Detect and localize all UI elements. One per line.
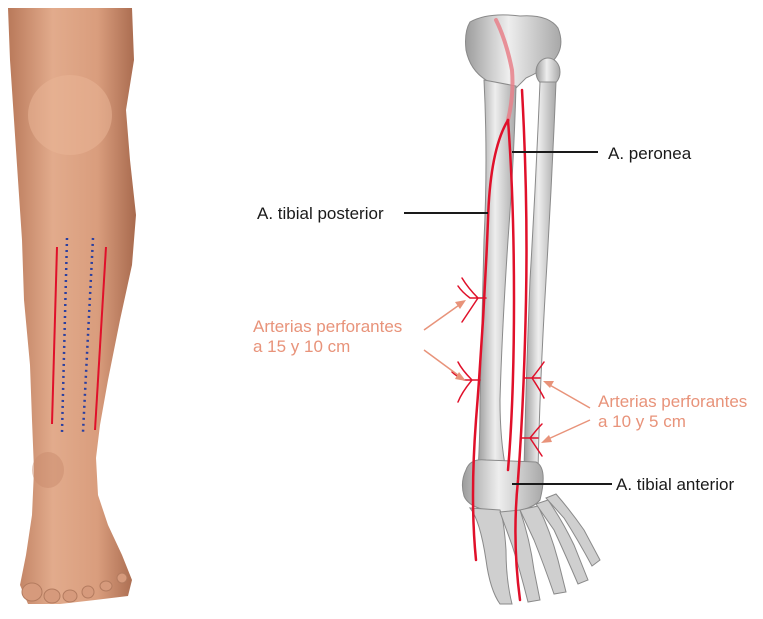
arrow-lower-2 [546, 420, 590, 440]
label-perforantes-15-10-line1: Arterias perforantes [253, 317, 402, 337]
arrow-lower-1 [548, 384, 590, 408]
leg-illustration [8, 8, 136, 604]
label-a-tibial-posterior: A. tibial posterior [257, 204, 384, 224]
arrow-upper-1 [424, 303, 462, 330]
bone-illustration [452, 15, 600, 604]
foot-bones [470, 494, 600, 604]
knee-shading [28, 75, 112, 155]
arrowhead-lower-2 [541, 435, 552, 443]
label-perforantes-15-10: Arterias perforantes a 15 y 10 cm [253, 317, 402, 357]
label-perforantes-10-5-line2: a 10 y 5 cm [598, 412, 747, 432]
fibula-shaft [524, 82, 556, 470]
arrow-upper-2 [424, 350, 462, 378]
label-perforantes-10-5-line1: Arterias perforantes [598, 392, 747, 412]
label-perforantes-10-5: Arterias perforantes a 10 y 5 cm [598, 392, 747, 432]
label-a-peronea: A. peronea [608, 144, 691, 164]
ankle-shading [32, 452, 64, 488]
label-a-tibial-anterior: A. tibial anterior [616, 475, 734, 495]
label-perforantes-15-10-line2: a 15 y 10 cm [253, 337, 402, 357]
